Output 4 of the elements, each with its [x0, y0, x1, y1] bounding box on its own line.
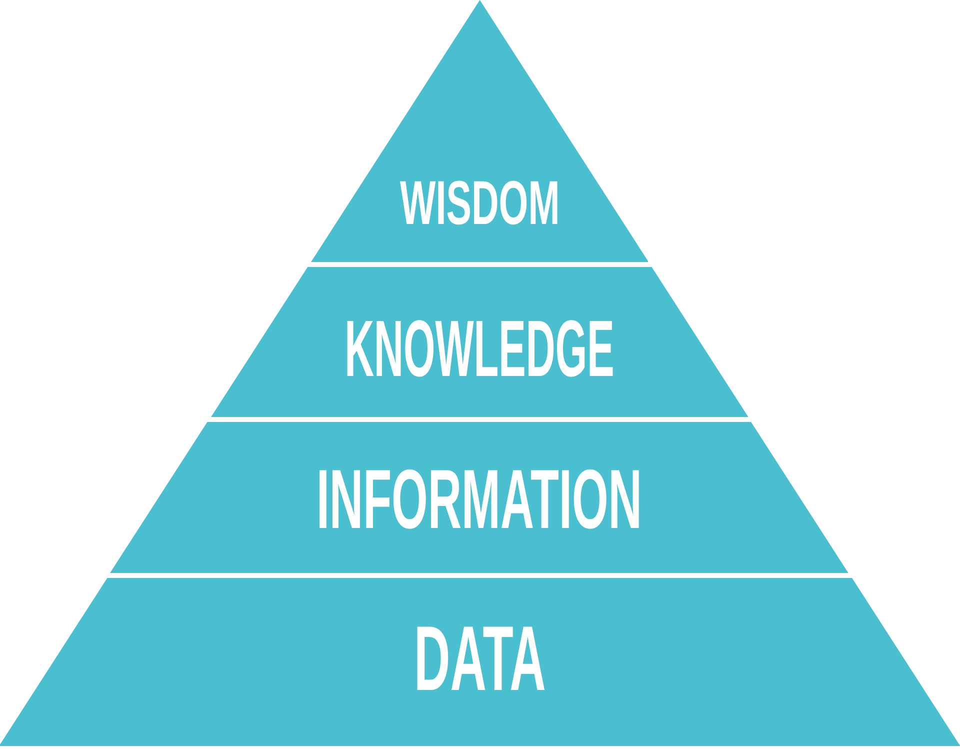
tier-label: DATA	[414, 623, 546, 697]
tier-label: INFORMATION	[316, 466, 642, 534]
tier-label: KNOWLEDGE	[344, 316, 614, 381]
tier-label: WISDOM	[400, 179, 560, 230]
